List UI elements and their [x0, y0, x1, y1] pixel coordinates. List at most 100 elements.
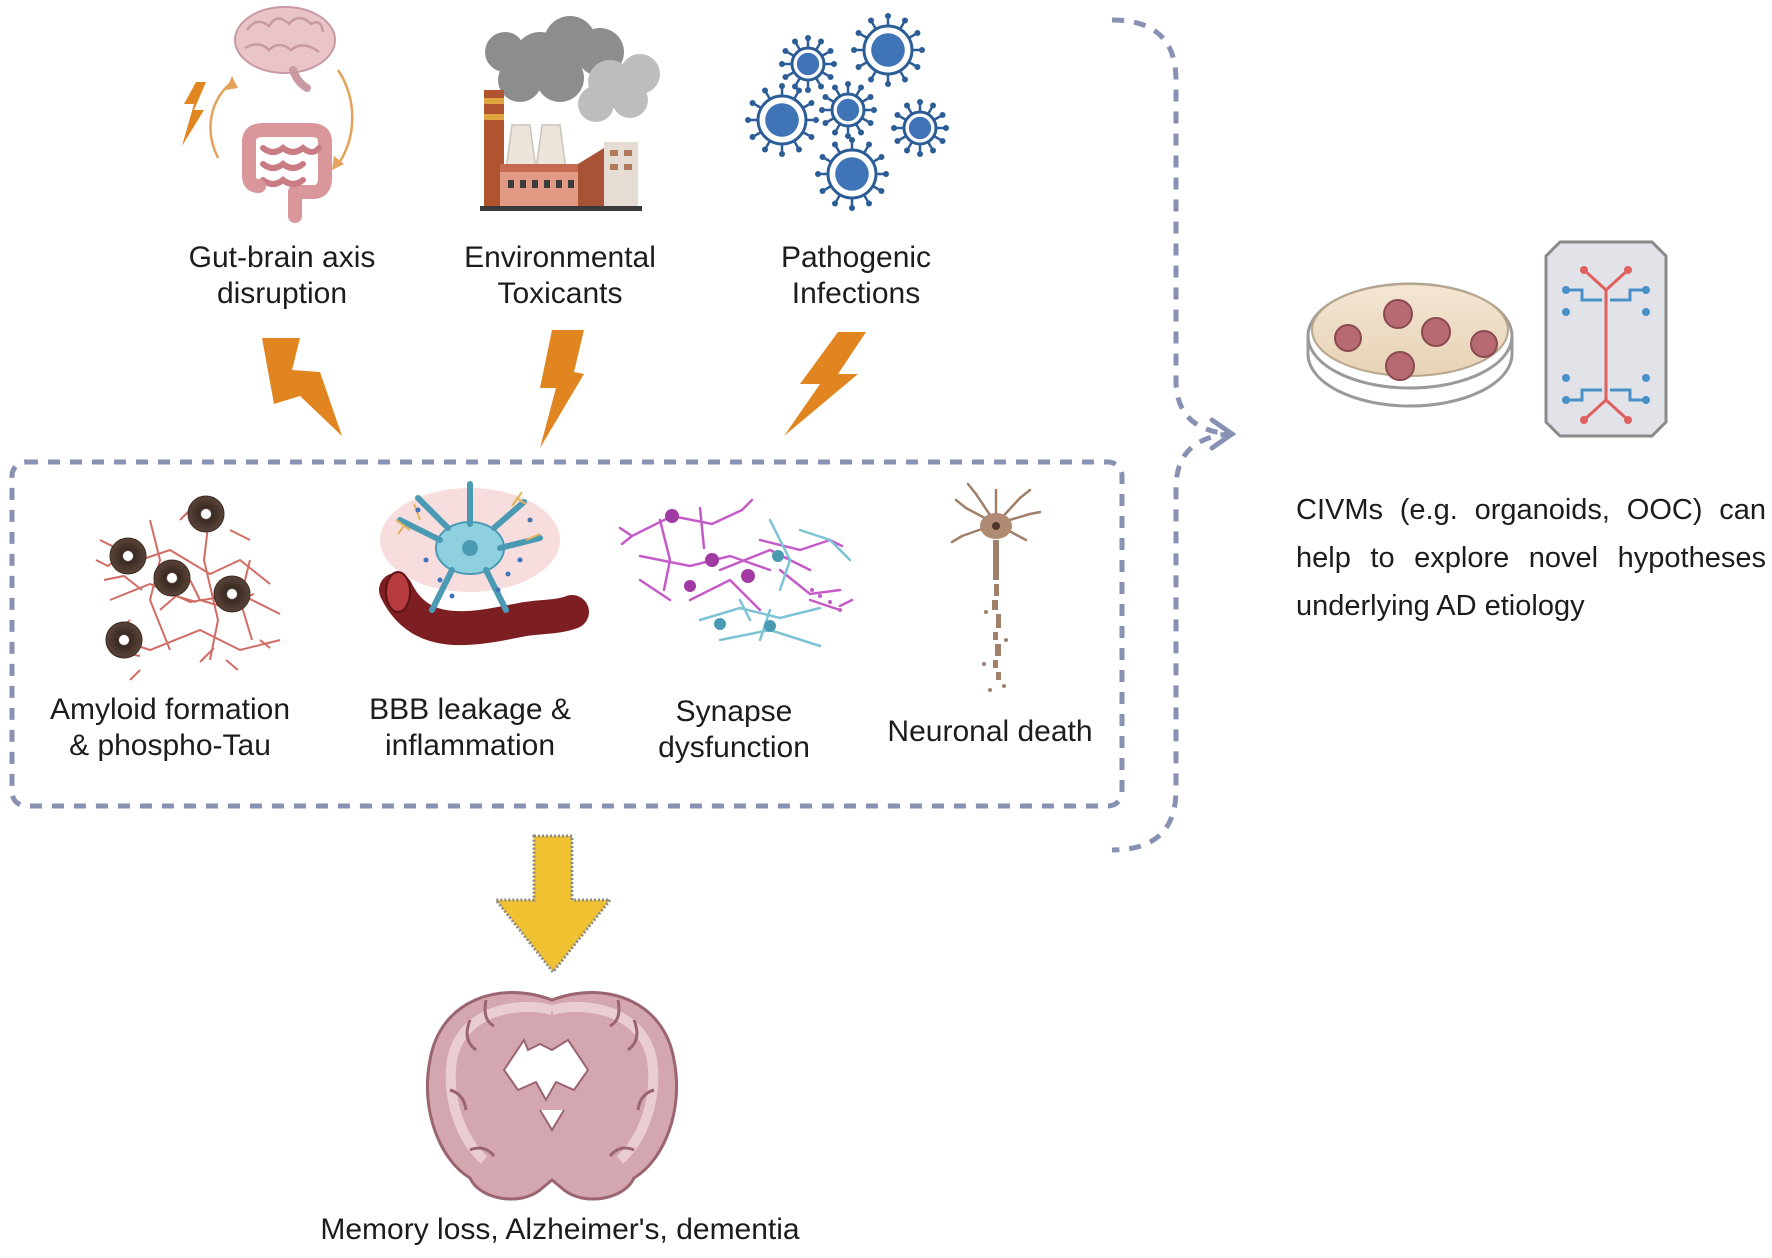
pathology-label-line1: Synapse	[675, 695, 793, 728]
virus-spike-tip	[855, 30, 862, 36]
virus-spike-tip	[831, 61, 837, 67]
virus-spike-tip	[858, 84, 864, 91]
virus-spike-tip	[894, 112, 901, 118]
virus-core	[765, 103, 799, 137]
virus-spike-tip	[805, 87, 811, 93]
virus-core	[871, 33, 905, 67]
pathology-label-line1: Neuronal death	[887, 715, 1093, 748]
pathology-label-synapse: Synapse dysfunction	[658, 694, 810, 766]
virus-spike-tip	[919, 47, 925, 53]
virus-spike-tip	[866, 141, 872, 148]
virus-spike-tip	[819, 154, 826, 160]
cause-label-toxicants: Environmental Toxicants	[464, 240, 656, 312]
virus-spike-tip	[855, 64, 862, 70]
virus-spike-tip	[845, 133, 851, 139]
virus-spike-tip	[939, 112, 946, 118]
virus-spike-tip	[917, 151, 923, 157]
virus-spike-tip	[930, 147, 936, 154]
pathology-box	[9, 459, 1125, 809]
virus-spike-tip	[819, 107, 825, 113]
pathology-label-line1: Amyloid formation	[49, 693, 291, 726]
factory-icon	[480, 16, 660, 211]
pathology-label-neuronal-death: Neuronal death	[887, 714, 1092, 750]
virus-spike-tip	[849, 137, 855, 143]
virus-spike-tip	[914, 64, 921, 70]
virus-spike-tip	[867, 94, 874, 100]
outcome-label-text: Memory loss, Alzheimer's, dementia	[320, 1213, 800, 1246]
virus-spike-tip	[866, 200, 872, 207]
virus-spike-tip	[904, 147, 910, 154]
virus-spike-tip	[782, 48, 789, 54]
virus-spike-tip	[832, 129, 838, 136]
virus-spike-tip	[792, 83, 798, 90]
dying-neuron-icon	[950, 482, 1042, 692]
virus-spike-tip	[818, 83, 824, 90]
virus-spike-tip	[868, 17, 874, 24]
outcome-label: Memory loss, Alzheimer's, dementia	[320, 1212, 799, 1248]
cause-label-line2: Toxicants	[497, 277, 623, 310]
virus-spike-tip	[792, 38, 798, 45]
pathology-label-line2: & phospho-Tau	[69, 729, 271, 762]
cause-label-line1: Gut-brain axis	[188, 241, 376, 274]
cause-label-line2: Infections	[791, 277, 921, 310]
pathology-label-line2: dysfunction	[658, 731, 810, 764]
pathology-label-amyloid: Amyloid formation & phospho-Tau	[50, 692, 290, 764]
cause-label-line2: disruption	[216, 277, 348, 310]
civm-description: CIVMs (e.g. organoids, OOC) can help to …	[1296, 494, 1766, 622]
virus-spike-tip	[822, 120, 829, 126]
cause-label-infections: Pathogenic Infections	[781, 240, 931, 312]
virus-spike-tip	[815, 171, 821, 177]
virus-spike-tip	[808, 134, 815, 140]
virus-core	[908, 116, 932, 140]
petri-dish-organoids-icon	[1306, 282, 1514, 408]
virus-spike-tip	[749, 100, 756, 106]
virus-spike-tip	[868, 76, 874, 83]
virus-spike-tip	[805, 35, 811, 41]
virus-spike-tip	[914, 30, 921, 36]
virus-spike-tip	[891, 125, 897, 131]
virus-spike-tip	[871, 107, 877, 113]
virus-spike-tip	[796, 146, 802, 153]
brain-section-icon	[425, 991, 679, 1201]
synapse-network-icon	[618, 498, 854, 648]
virus-spike-tip	[827, 48, 834, 54]
virus-spike-tip	[779, 83, 785, 89]
virus-spike-tip	[779, 61, 785, 67]
down-arrow-icon	[492, 834, 614, 975]
organ-on-chip-icon	[1544, 240, 1668, 438]
virus-spike-tip	[849, 205, 855, 211]
amyloid-plaque-icon	[95, 495, 281, 681]
virus-icon	[745, 13, 949, 211]
virus-spike-tip	[883, 171, 889, 177]
virus-spike-tip	[832, 84, 838, 91]
virus-spike-tip	[827, 74, 834, 80]
virus-spike-tip	[762, 146, 768, 153]
virus-core	[836, 98, 860, 122]
virus-spike-tip	[832, 200, 838, 207]
virus-spike-tip	[885, 81, 891, 87]
brace-arrowhead	[1209, 417, 1237, 451]
virus-spike-tip	[782, 74, 789, 80]
virus-spike-tip	[917, 99, 923, 105]
virus-spike-tip	[818, 38, 824, 45]
gut-brain-icon	[182, 6, 354, 223]
virus-spike-tip	[808, 100, 815, 106]
pathology-label-line2: inflammation	[384, 729, 556, 762]
virus-spike-tip	[878, 188, 885, 194]
virus-spike-tip	[867, 120, 874, 126]
virus-spike-tip	[851, 47, 857, 53]
virus-spike-tip	[885, 13, 891, 19]
virus-spike-tip	[878, 154, 885, 160]
virus-spike-tip	[832, 141, 838, 148]
blood-vessel-icon	[379, 481, 589, 646]
lightning-bolt-icon	[262, 330, 866, 448]
virus-spike-tip	[796, 87, 802, 94]
virus-spike-tip	[858, 129, 864, 136]
virus-spike-tip	[762, 87, 768, 94]
virus-spike-tip	[745, 117, 751, 123]
virus-spike-tip	[894, 138, 901, 144]
cause-label-line1: Environmental	[464, 241, 656, 274]
virus-spike-tip	[813, 117, 819, 123]
